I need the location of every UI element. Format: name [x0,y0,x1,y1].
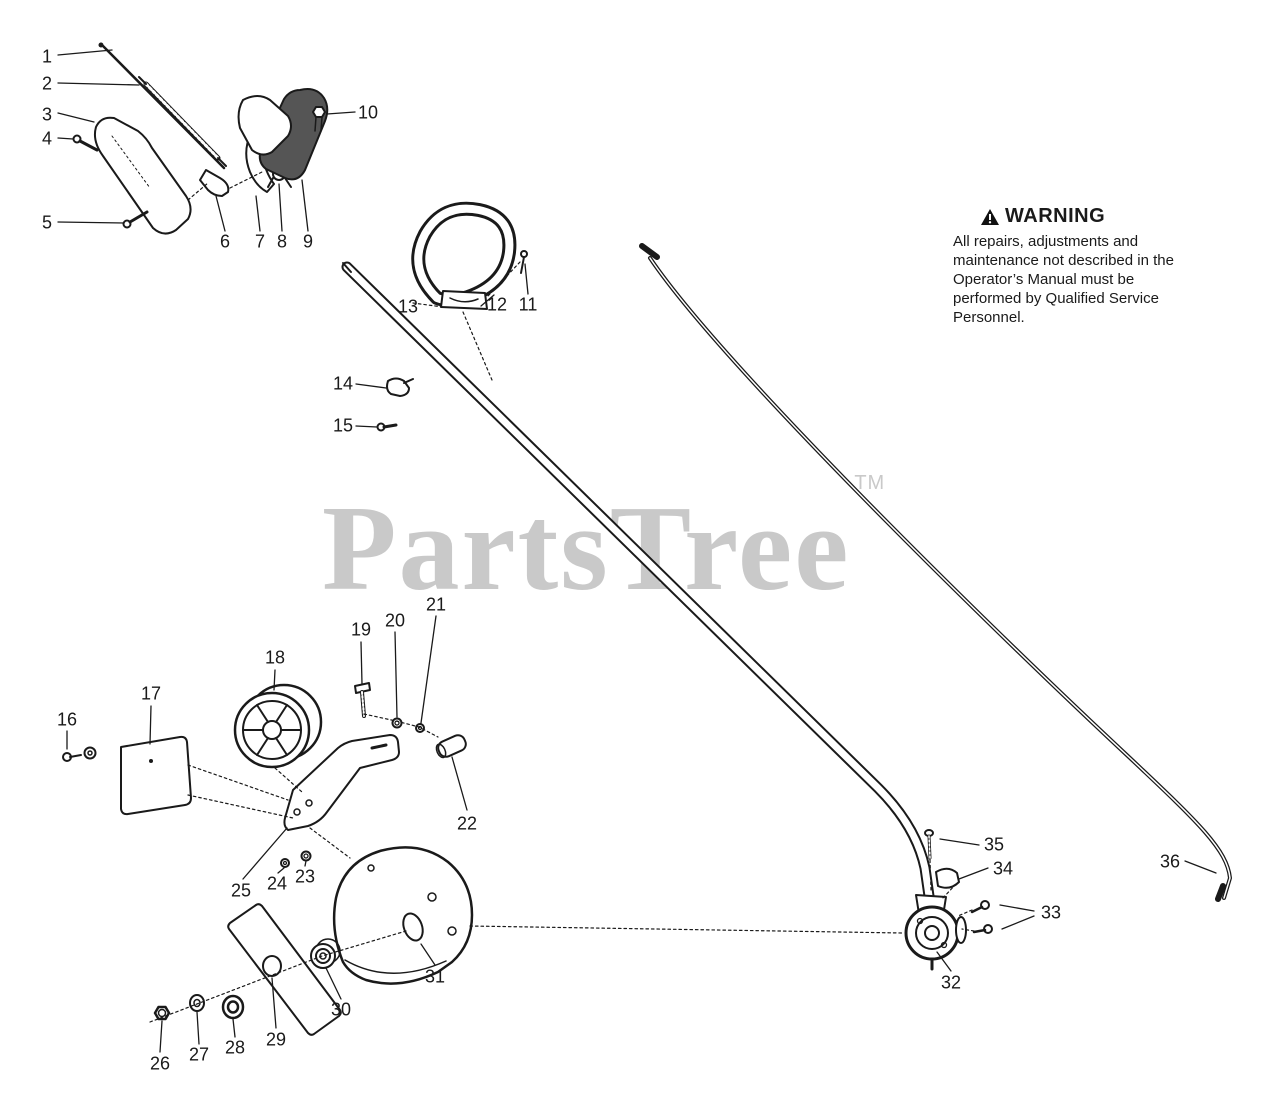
warning-note: WARNING All repairs, adjustments and mai… [953,205,1193,327]
loop-handle [411,201,517,310]
throttle-spring [138,76,227,167]
wheel-nut [391,717,403,729]
cup-washer [221,994,245,1020]
wheel-bracket [283,734,400,831]
warning-title-row: WARNING [953,205,1193,228]
watermark-tm-mark: TM [854,472,886,495]
bracket-washer [280,858,290,868]
throttle-cable [639,243,1232,902]
drive-shaft-tube [341,261,935,902]
warning-triangle-icon [981,208,999,225]
blade-guard [332,846,474,985]
bracket-nut [300,850,312,862]
front-handle-assembly [72,42,329,235]
wheel-bolt [354,682,371,718]
callout-leader-lines [57,49,1217,1053]
handle-screw-upper [72,134,99,152]
blade-pulley [310,938,341,969]
gear-head-screws [970,900,993,934]
shaft-clamp-half [935,867,960,889]
handle-housing-right [258,88,329,181]
guide-wheel [233,683,323,769]
handle-clamp-screw [520,250,528,274]
wheel-spacer [435,734,467,759]
throttle-lockout [199,169,230,197]
handle-clamp [440,290,488,310]
handle-housing-left [93,116,192,235]
warning-title: WARNING [1005,205,1106,227]
deflector-plate [120,735,192,816]
handle-housing-cap [237,95,292,156]
cable-wire [101,44,226,170]
warning-body: All repairs, adjustments and maintenance… [953,233,1174,326]
plate-washer [83,746,97,760]
shaft-clamp [386,377,414,397]
flat-washer [189,994,205,1012]
deflector-plate-group [62,735,192,816]
assembly-alignment-lines [149,261,975,1023]
handle-screw-lower [122,210,149,229]
clamp-bolt [924,829,934,860]
edger-blade [227,903,342,1036]
handle-bolt [312,106,326,132]
shaft-clamp-screw [376,422,398,432]
gear-head [904,894,967,971]
